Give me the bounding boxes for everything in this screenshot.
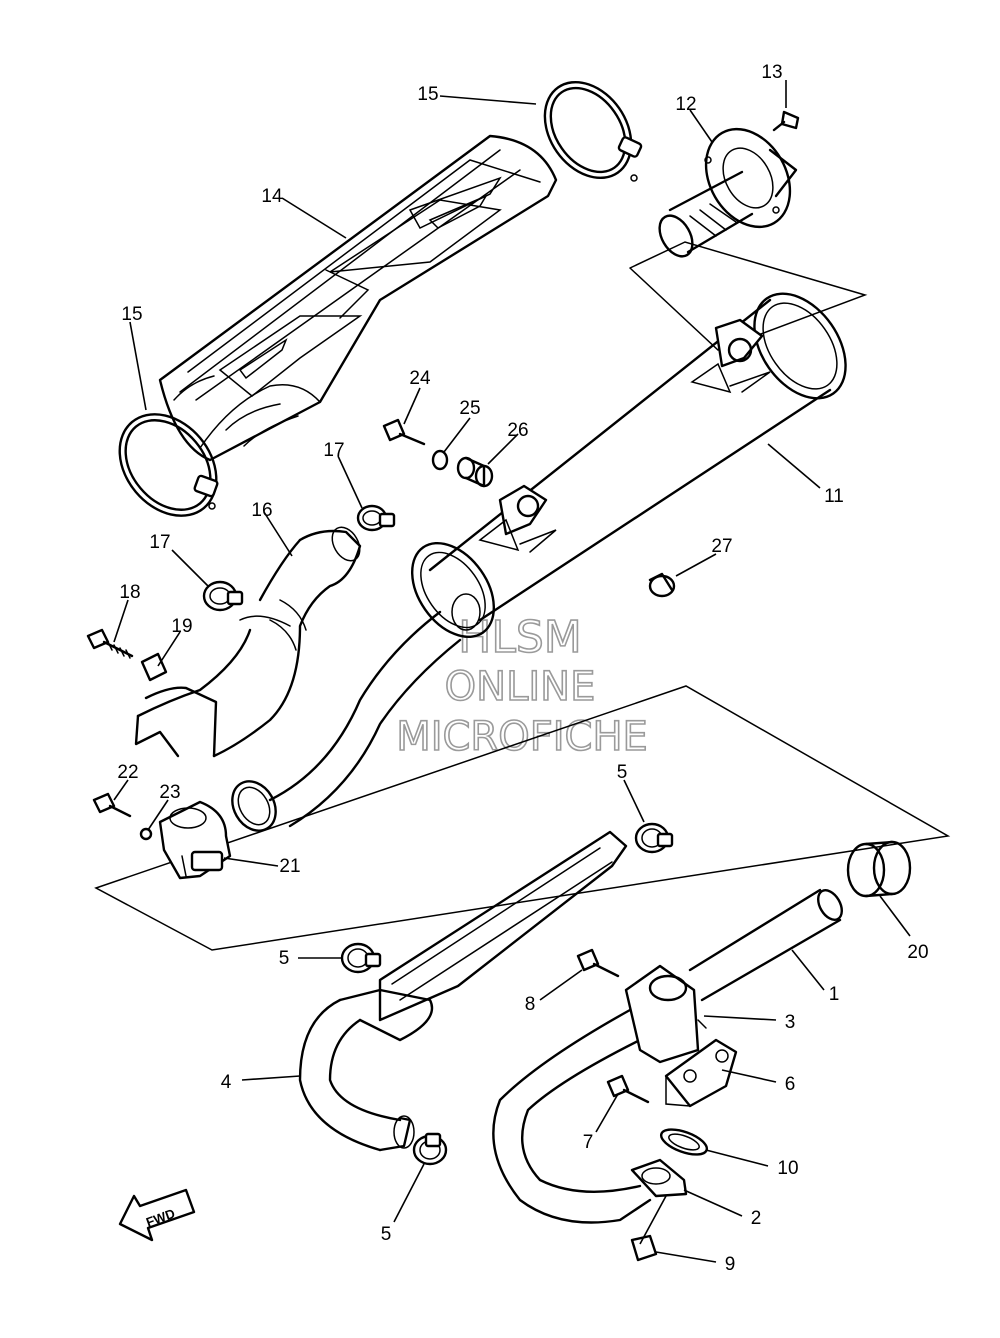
callout-4: 4: [221, 1072, 232, 1093]
callout-13: 13: [761, 62, 782, 83]
part-6-bracket: [664, 1038, 738, 1108]
callout-5-mid: 5: [279, 948, 290, 969]
leader-lines: [113, 80, 911, 1263]
callout-1: 1: [829, 984, 840, 1005]
watermark: HLSM ONLINE MICROFICHE: [395, 611, 648, 761]
callout-10: 10: [777, 1158, 798, 1179]
callout-3: 3: [785, 1012, 796, 1033]
callouts: 15 13 12 14 15 24 25 26 17 11 16 17 27 1…: [117, 62, 928, 1275]
frame-spark-arrester: [629, 241, 868, 351]
watermark-line1: HLSM: [458, 612, 582, 663]
part-16-joint-pipe: [134, 526, 362, 758]
callout-26: 26: [507, 420, 528, 441]
part-25-washer: [431, 449, 449, 471]
part-5-clamp-c: [412, 1132, 448, 1166]
callout-15-bottom: 15: [121, 304, 142, 325]
part-13-screw: [772, 110, 800, 132]
callout-17-lower: 17: [149, 532, 170, 553]
callout-25: 25: [459, 398, 480, 419]
part-21-clamp-joint: [158, 780, 277, 880]
part-23-washer: [139, 827, 153, 841]
part-2-flange: [630, 1158, 688, 1198]
callout-6: 6: [785, 1074, 796, 1095]
callout-19: 19: [171, 616, 192, 637]
fwd-arrow-icon: FWD: [118, 1188, 196, 1242]
part-11-muffler: [268, 292, 847, 828]
part-5-clamp-b: [340, 942, 382, 974]
watermark-line3: MICROFICHE: [396, 714, 648, 760]
callout-2: 2: [751, 1208, 762, 1229]
callout-22: 22: [117, 762, 138, 783]
callout-15-top: 15: [417, 84, 438, 105]
part-14-protector: [158, 134, 558, 462]
callout-20: 20: [907, 942, 928, 963]
part-10-gasket: [659, 1128, 709, 1156]
part-20-gasket: [846, 840, 912, 898]
part-27-collar: [648, 572, 676, 598]
callout-11: 11: [824, 486, 844, 507]
part-18-bolt: [86, 628, 134, 659]
part-4-exhaust-pipe: [298, 830, 628, 1152]
part-9-nut: [630, 1234, 658, 1262]
callout-8: 8: [525, 994, 536, 1015]
part-8-bolt: [576, 948, 620, 978]
callout-24: 24: [409, 368, 431, 389]
watermark-line2: ONLINE: [445, 664, 596, 710]
part-26-grommet: [456, 456, 494, 488]
part-17-clamp-upper: [356, 504, 396, 532]
part-15-clamp-bottom: [118, 413, 219, 517]
callout-17-upper: 17: [323, 440, 344, 461]
part-1-exhaust-pipe: [492, 888, 843, 1224]
callout-21: 21: [279, 856, 300, 877]
callout-23: 23: [159, 782, 180, 803]
callout-14: 14: [261, 186, 283, 207]
callout-18: 18: [119, 582, 140, 603]
frame-lower-group: [94, 685, 951, 951]
part-12-spark-arrester: [658, 127, 798, 258]
part-7-bolt: [606, 1074, 650, 1104]
part-24-bolt: [382, 418, 426, 446]
callout-12: 12: [675, 94, 696, 115]
callout-5-top: 5: [617, 762, 628, 783]
part-5-clamp-a: [634, 822, 674, 854]
part-17-clamp-lower: [202, 580, 244, 612]
part-15-clamp-top: [543, 80, 643, 182]
callout-27: 27: [711, 536, 732, 557]
part-19-collar: [140, 652, 168, 682]
callout-7: 7: [583, 1132, 594, 1153]
callout-5-bottom: 5: [381, 1224, 392, 1245]
part-22-bolt: [92, 792, 132, 818]
callout-9: 9: [725, 1254, 736, 1275]
fwd-label: FWD: [144, 1206, 177, 1230]
callout-16: 16: [251, 500, 272, 521]
